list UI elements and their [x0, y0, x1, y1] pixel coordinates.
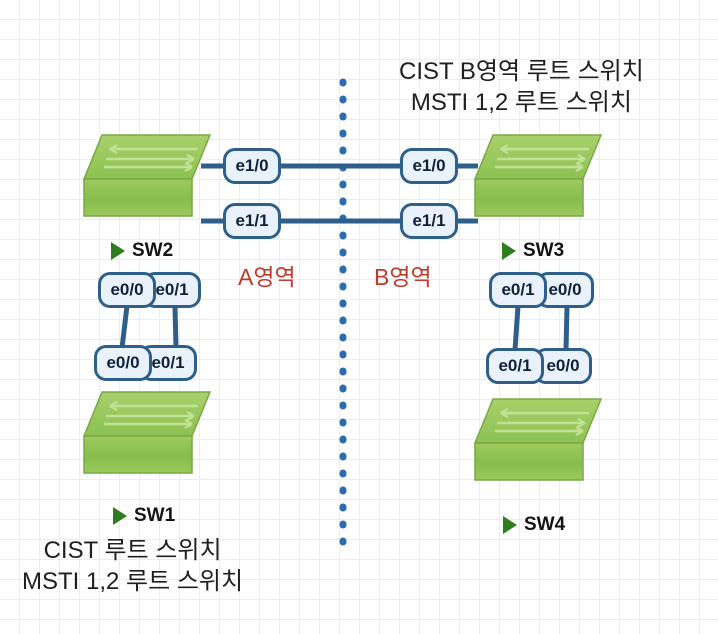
play-triangle-icon [503, 516, 517, 534]
play-triangle-icon [113, 507, 127, 525]
port-sw3-e1-1[interactable]: e1/1 [400, 203, 458, 239]
port-sw3-e1-0[interactable]: e1/0 [400, 148, 458, 184]
port-sw1-e0-0[interactable]: e0/0 [94, 345, 152, 381]
port-sw2-e0-0[interactable]: e0/0 [98, 272, 156, 308]
port-sw2-e1-0[interactable]: e1/0 [223, 148, 281, 184]
link-sw3e00-sw4e00 [563, 305, 570, 351]
link-sw2e00-sw1e00 [119, 305, 130, 349]
region-label-b: B영역 [374, 264, 432, 290]
switch-device-sw3[interactable] [473, 133, 603, 219]
note-top-right-line1: CIST B영역 루트 스위치 [399, 58, 644, 85]
note-bottom-left: CIST 루트 스위치 MSTI 1,2 루트 스위치 [22, 535, 243, 597]
note-top-right: CIST B영역 루트 스위치 MSTI 1,2 루트 스위치 [399, 56, 644, 118]
device-label-text-sw3: SW3 [523, 240, 565, 261]
device-label-sw3: SW3 [502, 240, 564, 262]
device-label-sw2: SW2 [111, 240, 173, 262]
port-sw2-e1-1[interactable]: e1/1 [223, 203, 281, 239]
switch-device-sw4[interactable] [473, 397, 603, 483]
region-label-a: A영역 [238, 264, 296, 290]
link-sw2e01-sw1e01 [172, 305, 179, 349]
play-triangle-icon [502, 242, 516, 260]
device-label-sw4: SW4 [503, 514, 565, 536]
device-label-text-sw1: SW1 [134, 505, 176, 526]
port-sw3-e0-1[interactable]: e0/1 [489, 272, 547, 308]
note-bottom-left-line2: MSTI 1,2 루트 스위치 [22, 568, 244, 596]
port-sw4-e0-1[interactable]: e0/1 [486, 348, 544, 384]
note-bottom-left-line1: CIST 루트 스위치 [43, 537, 222, 564]
switch-device-sw2[interactable] [82, 133, 212, 219]
device-label-text-sw4: SW4 [524, 514, 566, 535]
device-label-text-sw2: SW2 [132, 240, 174, 261]
device-label-sw1: SW1 [113, 505, 175, 527]
switch-device-sw1[interactable] [82, 390, 212, 476]
note-top-right-line2: MSTI 1,2 루트 스위치 [410, 89, 632, 117]
play-triangle-icon [111, 242, 125, 260]
link-sw3e01-sw4e01 [512, 305, 521, 351]
